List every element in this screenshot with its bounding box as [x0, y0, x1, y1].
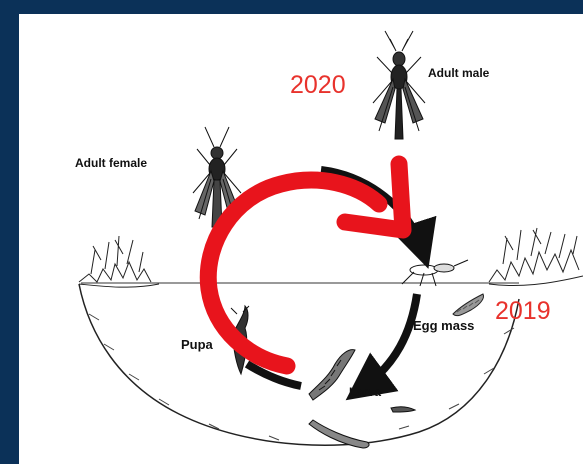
life-cycle-diagram — [78, 30, 583, 449]
midge-adult-male-icon — [372, 30, 426, 140]
year-2020-label: 2020 — [290, 71, 346, 99]
egg-mass-label: Egg mass — [413, 318, 475, 333]
egg-laying-midge-icon — [401, 259, 469, 287]
adult-female-label: Adult female — [75, 156, 148, 170]
cycle-arrowhead — [336, 155, 412, 239]
midge-adult-female-icon — [192, 126, 242, 228]
egg-mass-icon — [452, 293, 484, 317]
pond-soil-hatch — [88, 313, 515, 443]
year-2019-label: 2019 — [495, 297, 551, 325]
left-shore-grass — [78, 235, 160, 288]
adult-male-label: Adult male — [428, 66, 490, 80]
larva-label: Larva — [349, 385, 382, 399]
stage-arrow-egg-to-larva — [345, 293, 421, 401]
cycle-arrow — [199, 171, 388, 375]
diagram-panel: Adult male Adult female Egg mass Larva P… — [19, 14, 583, 464]
larva-icon — [308, 349, 417, 449]
stage-arrow-adult-to-egg — [320, 166, 437, 269]
stage-arrow-larva-to-pupa — [244, 360, 302, 390]
pupa-label: Pupa — [181, 337, 213, 352]
right-shore-grass — [488, 227, 583, 287]
pond-basin — [78, 283, 520, 446]
